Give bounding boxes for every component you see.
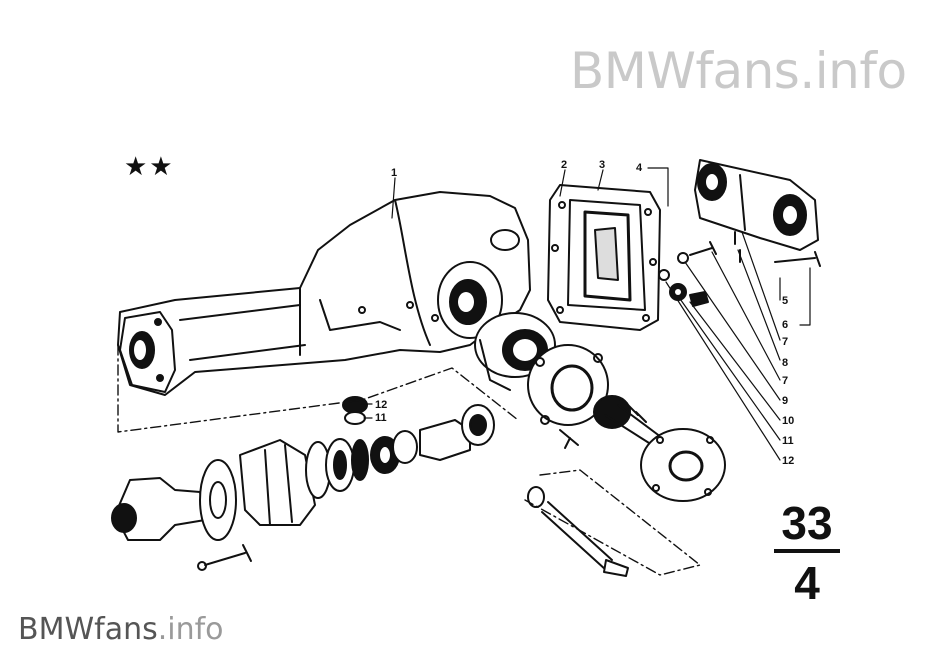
callout-4: 4 xyxy=(636,162,643,174)
watermark-bottom-suffix: .info xyxy=(157,612,224,647)
callout-3: 3 xyxy=(599,159,605,171)
callout-12a: 12 xyxy=(782,455,794,467)
axle-housing xyxy=(117,191,531,396)
watermark-bottom: BMWfans.info xyxy=(18,612,224,647)
callout-7b: 7 xyxy=(782,375,788,387)
output-flange-shaft xyxy=(593,395,726,502)
watermark-top-suffix: .info xyxy=(799,42,907,100)
callout-8: 8 xyxy=(782,357,788,369)
callout-9: 9 xyxy=(782,395,788,407)
callout-12b: 12 xyxy=(375,399,387,411)
callout-6: 6 xyxy=(782,319,788,331)
callout-1: 1 xyxy=(391,167,397,179)
callout-2: 2 xyxy=(561,159,567,171)
rubber-mount xyxy=(694,159,821,267)
callout-11a: 11 xyxy=(782,435,794,447)
group-subnumber: 4 xyxy=(794,557,820,609)
watermark-top-brand: BMWfans xyxy=(570,42,800,100)
group-number: 33 xyxy=(781,497,833,549)
watermark-bottom-brand: BMWfans xyxy=(18,612,158,647)
long-bolt xyxy=(527,486,629,577)
callout-10: 10 xyxy=(782,415,794,427)
small-hardware xyxy=(658,241,717,307)
callout-7a: 7 xyxy=(782,336,788,348)
group-divider xyxy=(774,549,840,553)
callout-11b: 11 xyxy=(375,412,387,424)
diff-carrier xyxy=(474,312,609,449)
double-star-marker: ★★ xyxy=(124,152,175,182)
callout-5: 5 xyxy=(782,295,788,307)
rear-cover xyxy=(547,184,661,331)
watermark-top: BMWfans.info xyxy=(570,42,907,100)
pinion-assembly xyxy=(111,404,495,571)
